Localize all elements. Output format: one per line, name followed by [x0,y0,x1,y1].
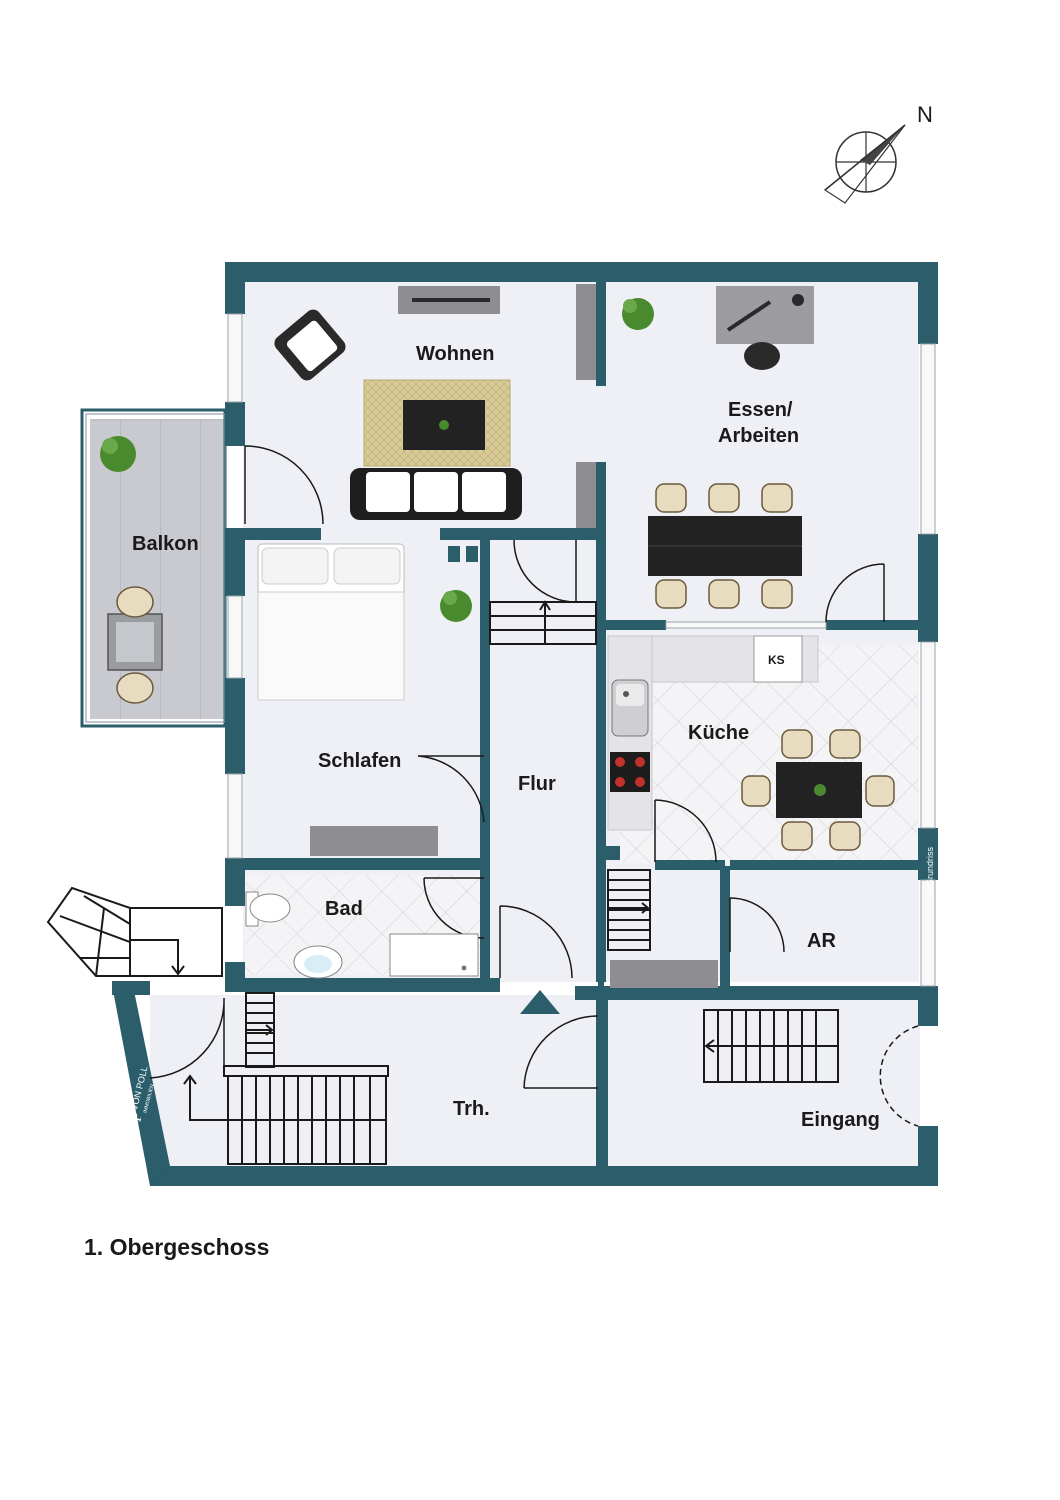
plant-icon [440,590,472,622]
brand-mark: VP [125,1111,146,1135]
washbasin-icon [293,945,343,979]
shower-tray-icon [389,933,479,977]
plant-icons [100,298,654,622]
living-furniture [274,284,596,528]
room-label-trh: Trh. [453,1098,490,1120]
dining-furniture [648,286,814,609]
windows [227,313,936,987]
balcony-furniture [107,586,163,704]
room-label-eingang: Eingang [801,1109,880,1131]
room-labels: Wohnen Essen/ Arbeiten Balkon Schlafen F… [132,343,880,1131]
plant-icon [622,298,654,330]
room-label-ar: AR [807,930,836,952]
sink-icon [611,679,649,737]
room-label-balkon: Balkon [132,533,199,555]
floor-title: 1. Obergeschoss [84,1234,270,1260]
plan-tool-credit: McGrundriss [925,846,935,898]
room-label-kueche: Küche [688,722,749,744]
fridge: KS [753,635,803,683]
room-label-flur: Flur [518,773,556,795]
bed-icon [257,543,405,701]
room-label-arbeiten: Arbeiten [718,425,799,447]
sofa-icon [350,468,522,520]
walls [112,262,938,1186]
room-label-essen: Essen/ [728,399,793,421]
compass: N [823,102,933,204]
room-label-wohnen: Wohnen [416,343,495,365]
entry-arrow-icon [520,990,560,1014]
room-label-bad: Bad [325,898,363,920]
north-arrow-icon [823,124,906,204]
room-label-schlafen: Schlafen [318,750,401,772]
toilet-icon [245,891,291,927]
bathroom-furniture [245,891,479,979]
armchair-icon [274,309,346,381]
stairs [46,600,839,1165]
doors [149,445,919,1127]
bedroom-furniture [257,543,438,856]
hall-shelf [610,960,718,988]
plant-icon [100,436,136,472]
stove-icon [610,752,650,792]
compass-north-label: N [917,102,933,127]
kitchen-furniture: KS [607,635,895,851]
fridge-label: KS [768,653,785,667]
